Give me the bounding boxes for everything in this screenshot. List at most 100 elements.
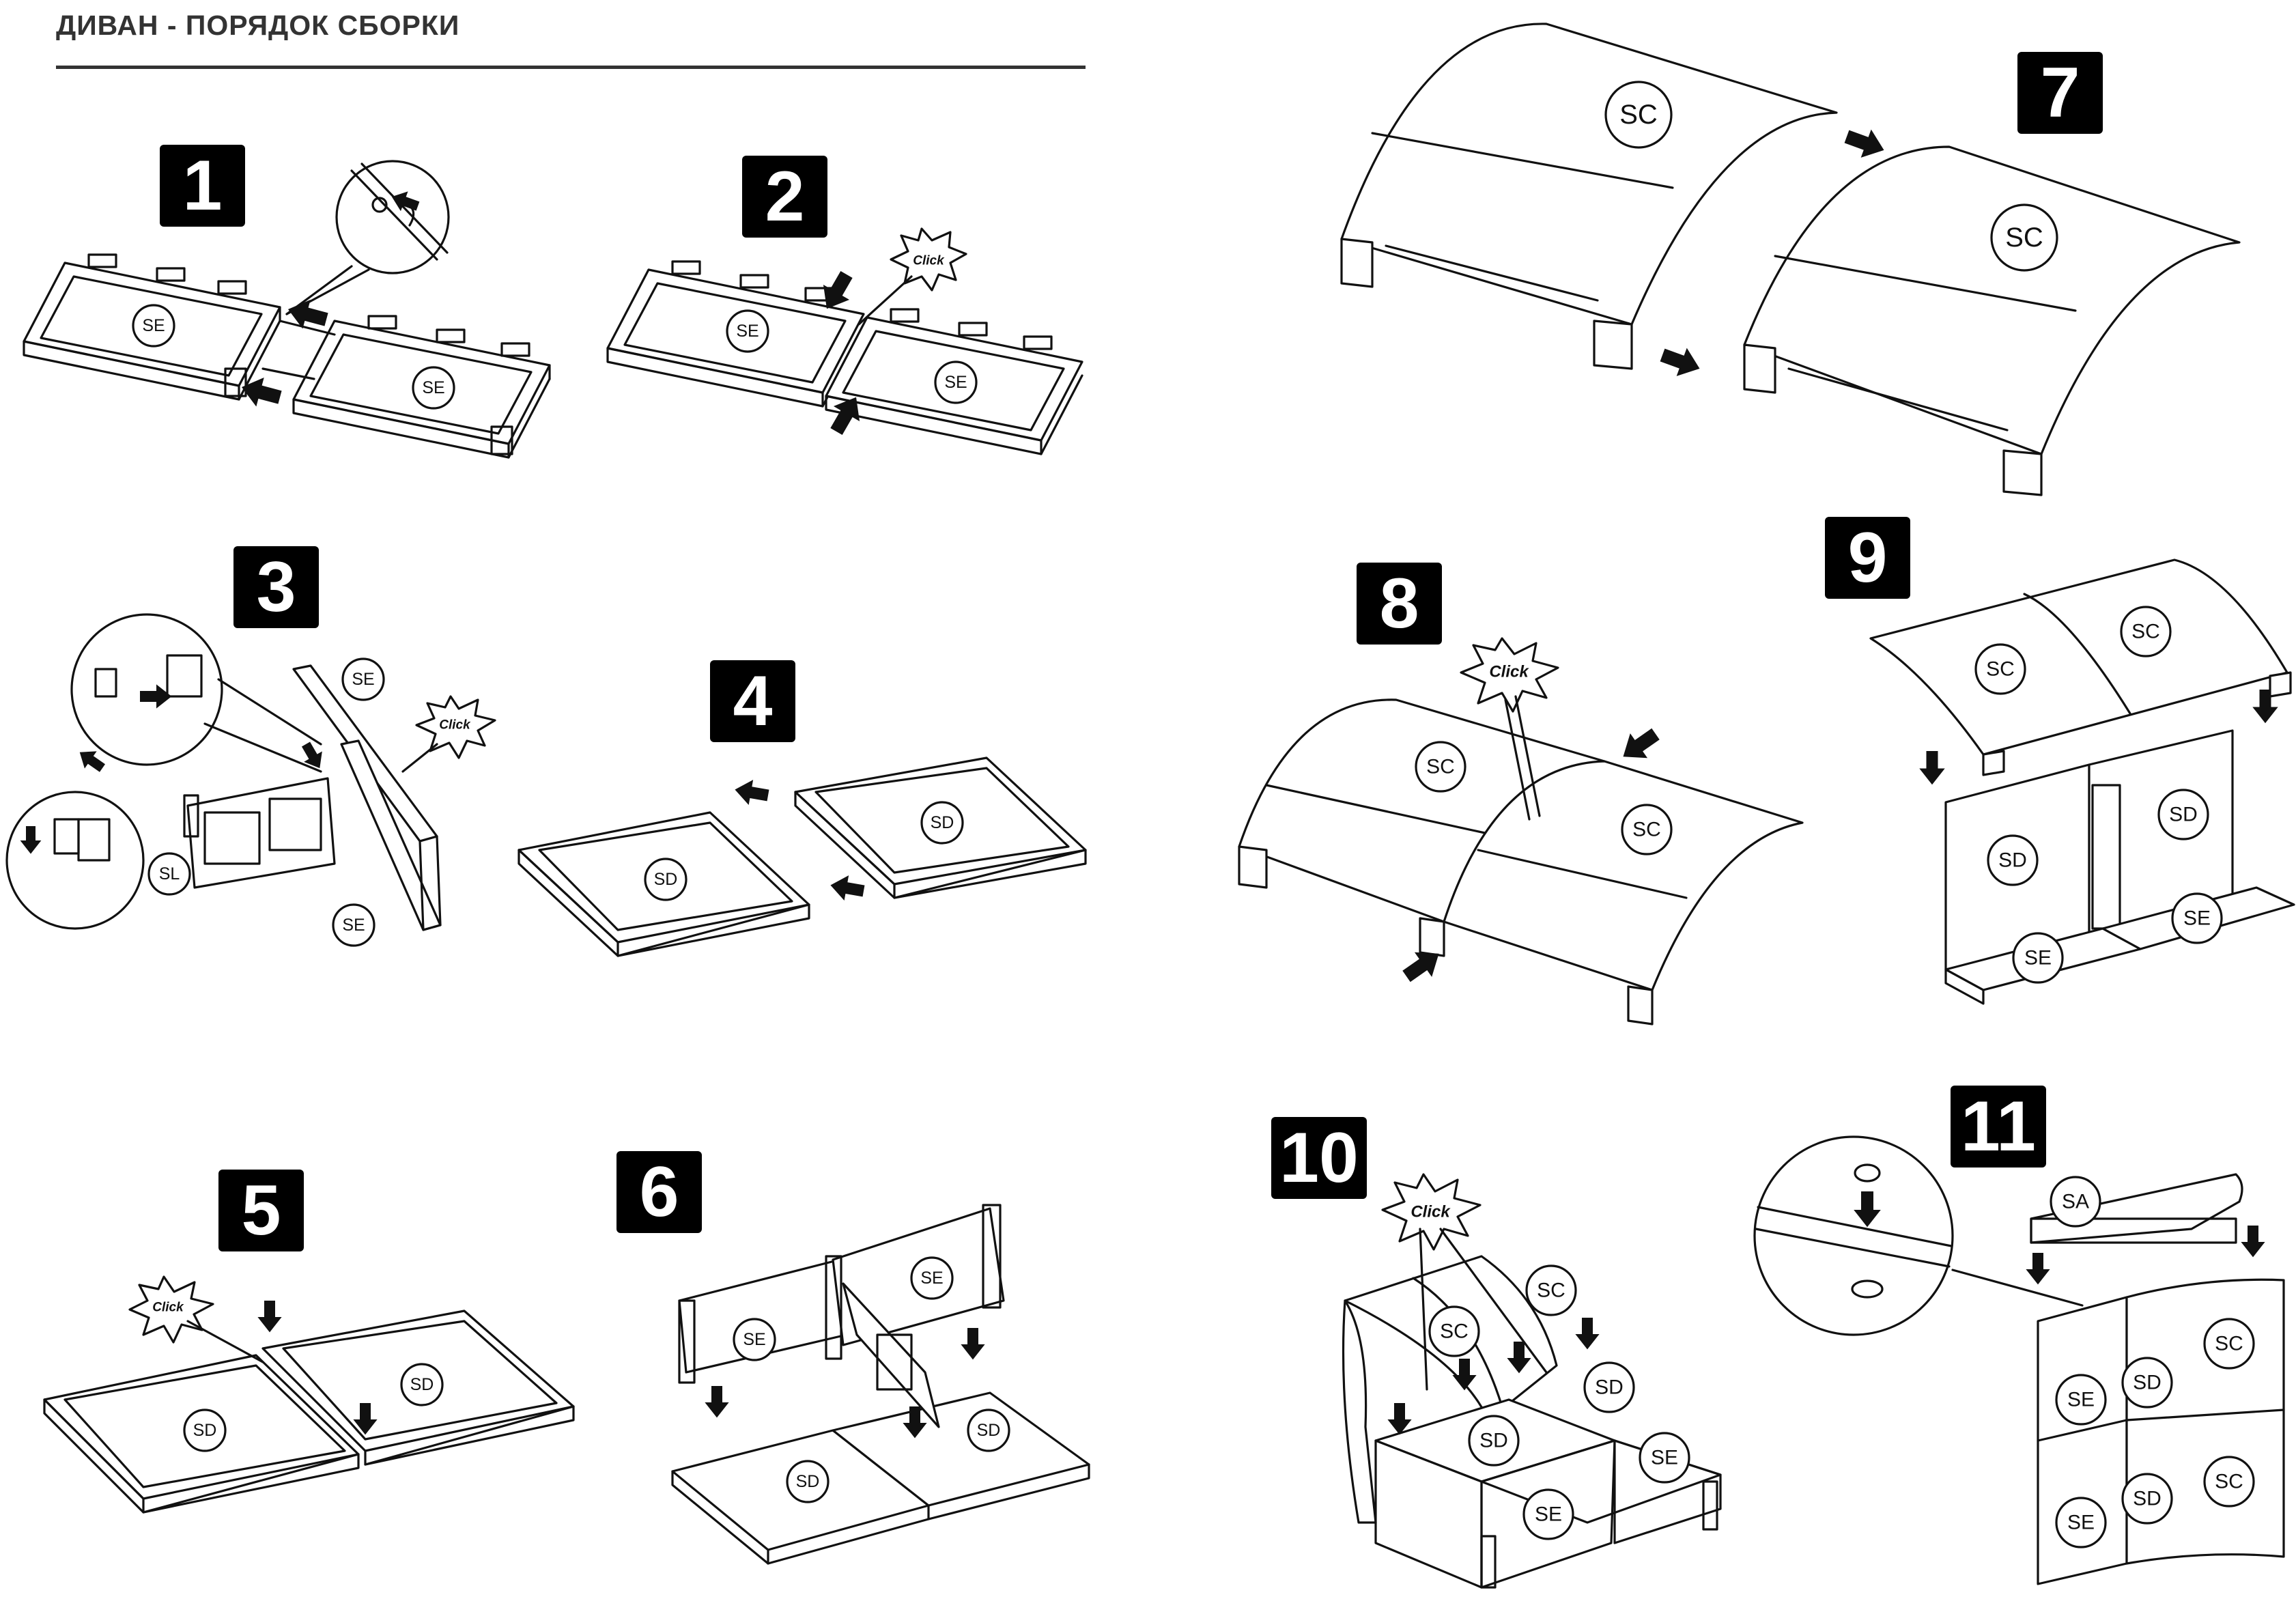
step-10-side-arm: [1342, 1299, 1377, 1524]
svg-text:SE: SE: [743, 1330, 765, 1349]
step-6-base: [671, 1391, 1090, 1565]
part-label-sd: SD: [920, 801, 964, 845]
svg-text:SC: SC: [1440, 1320, 1469, 1343]
step-5-illustration: Click SD SD: [43, 1275, 575, 1514]
svg-text:SD: SD: [2133, 1372, 2162, 1394]
part-label-sd: SD: [786, 1460, 830, 1503]
click-callout: Click: [128, 1275, 264, 1363]
part-label-se: SE: [2055, 1497, 2107, 1548]
part-label-sd: SD: [1987, 834, 2039, 886]
step-7-illustration: SC SC: [1340, 23, 2241, 496]
step-8-arrow-top: [1614, 721, 1664, 769]
svg-text:SC: SC: [1426, 756, 1455, 778]
step-4-illustration: SD SD: [518, 756, 1087, 957]
step-badge-9: 9: [1825, 517, 1910, 599]
part-label-se: SE: [412, 366, 455, 410]
svg-text:SE: SE: [2183, 907, 2211, 930]
part-label-sc: SC: [1974, 643, 2026, 695]
click-callout: Click: [1460, 637, 1559, 821]
step-badge-3: 3: [233, 546, 319, 628]
part-label-sc: SC: [1604, 81, 1673, 149]
part-label-se: SE: [1522, 1488, 1574, 1540]
step-badge-7: 7: [2017, 52, 2103, 134]
step-badge-4: 4: [710, 660, 795, 742]
part-label-sc: SC: [2120, 606, 2172, 657]
svg-text:SE: SE: [1651, 1447, 1678, 1469]
svg-text:SA: SA: [2062, 1191, 2089, 1213]
step-7-arrow-bottom: [1657, 341, 1705, 383]
step-1-illustration: SE SE: [23, 160, 551, 459]
step-9-seat-top: [1869, 558, 2292, 776]
part-label-sd: SD: [2121, 1473, 2173, 1525]
part-label-se: SE: [2171, 892, 2223, 944]
svg-text:SE: SE: [736, 322, 759, 341]
part-label-se: SE: [726, 309, 769, 353]
part-label-se: SE: [2055, 1374, 2107, 1426]
part-label-sc: SC: [1990, 203, 2058, 272]
step-badge-11: 11: [1951, 1086, 2046, 1168]
svg-text:SE: SE: [920, 1269, 943, 1288]
part-label-se: SE: [132, 304, 175, 348]
step-9-illustration: SC SC SD SD SE SE: [1869, 558, 2295, 1005]
part-label-se: SE: [733, 1318, 776, 1361]
step-7-arrow-top: [1841, 122, 1890, 165]
step-3-se-panel: [292, 664, 442, 931]
svg-text:SD: SD: [1479, 1430, 1508, 1452]
step-6-center-frame: [842, 1282, 940, 1428]
step-3-sl-frame: [183, 777, 336, 889]
part-label-se: SE: [2012, 932, 2064, 984]
page-title: ДИВАН - ПОРЯДОК СБОРКИ: [56, 10, 460, 41]
step-11-illustration: SA SC SC SD SD SE SE: [1753, 1135, 2285, 1585]
part-label-sd: SD: [2157, 789, 2209, 840]
click-callout: Click: [858, 227, 967, 326]
step-8-illustration: Click SC SC: [1238, 637, 1804, 1025]
step-3-detail-top: [70, 613, 322, 773]
part-label-sd: SD: [1583, 1361, 1635, 1413]
step-badge-2: 2: [742, 156, 827, 238]
svg-text:SC: SC: [1986, 658, 2015, 681]
step-9-back-frame: [1944, 729, 2234, 971]
svg-text:SE: SE: [2067, 1389, 2095, 1411]
svg-text:SD: SD: [931, 813, 954, 832]
svg-text:SC: SC: [2005, 223, 2043, 253]
part-label-se: SE: [332, 903, 375, 947]
part-label-se: SE: [1639, 1432, 1690, 1484]
step-3-illustration: Click SE SE SL: [5, 613, 496, 947]
svg-text:SC: SC: [2131, 621, 2160, 643]
svg-text:SC: SC: [2215, 1471, 2243, 1493]
step-3-detail-bottom: [5, 744, 145, 930]
svg-text:SE: SE: [2067, 1512, 2095, 1534]
svg-text:SD: SD: [654, 870, 678, 889]
svg-text:SE: SE: [944, 373, 967, 392]
step-4-arrow-upper: [733, 777, 771, 808]
part-label-sd: SD: [183, 1409, 227, 1452]
svg-text:SE: SE: [342, 916, 365, 935]
step-6-illustration: SE SE SD SD: [671, 1204, 1090, 1565]
step-badge-8: 8: [1357, 563, 1442, 645]
svg-text:SD: SD: [410, 1375, 434, 1394]
svg-text:SL: SL: [159, 864, 180, 883]
step-7-seat-right: [1743, 145, 2241, 496]
step-4-arrow-lower: [828, 873, 866, 904]
part-label-se: SE: [910, 1256, 954, 1300]
svg-text:Click: Click: [1411, 1203, 1451, 1221]
step-2-illustration: Click SE SE: [606, 227, 1083, 455]
step-badge-10: 10: [1271, 1117, 1367, 1199]
svg-text:SD: SD: [796, 1472, 820, 1491]
part-label-sd: SD: [644, 858, 688, 901]
svg-text:SE: SE: [1535, 1503, 1562, 1526]
part-label-sc: SC: [1621, 804, 1673, 855]
svg-text:SD: SD: [2169, 804, 2198, 826]
step-11-detail-callout: [1753, 1135, 2084, 1336]
click-callout: Click: [1381, 1173, 1548, 1391]
title-divider: [56, 66, 1086, 69]
part-label-sd: SD: [400, 1363, 444, 1406]
part-label-sc: SC: [1428, 1305, 1480, 1357]
step-badge-1: 1: [160, 145, 245, 227]
svg-text:SC: SC: [1619, 100, 1658, 130]
part-label-sl: SL: [147, 852, 191, 896]
part-label-sc: SC: [1415, 741, 1466, 793]
step-10-illustration: Click SC SC SD SD SE SE: [1342, 1173, 1722, 1589]
part-label-sc: SC: [2203, 1318, 2255, 1370]
